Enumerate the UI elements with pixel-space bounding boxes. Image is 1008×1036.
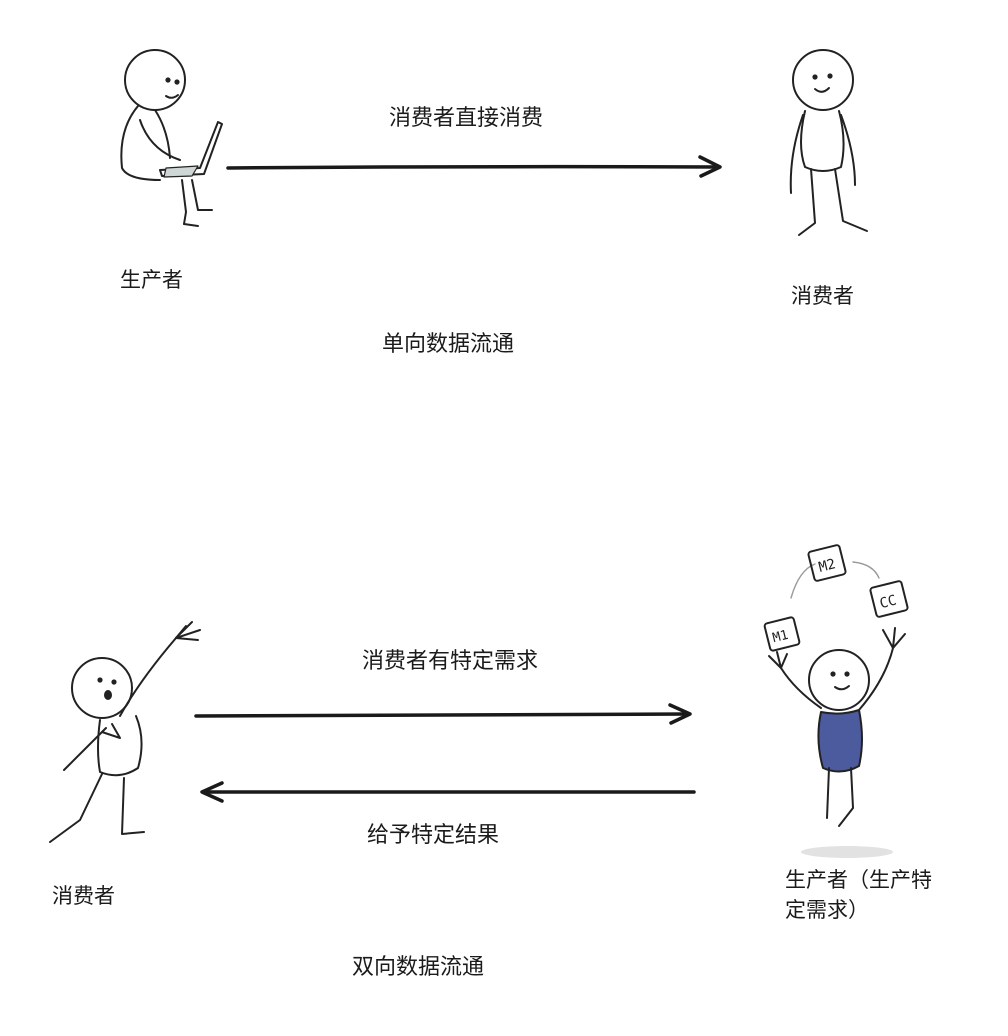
one-way-arrow-label: 消费者直接消费 <box>389 106 544 131</box>
producer-juggling-figure: M2 CC M1 <box>763 544 909 858</box>
m2-card <box>807 544 847 582</box>
two-way-producer-label-line1: 生产者（生产特 <box>785 868 932 892</box>
response-arrow-label: 给予特定结果 <box>367 823 500 848</box>
request-arrow-label: 消费者有特定需求 <box>362 649 539 674</box>
consumer-standing-figure <box>789 49 868 236</box>
request-arrow <box>194 712 690 718</box>
two-way-producer-label-line2: 定需求） <box>785 898 869 922</box>
one-way-caption: 单向数据流通 <box>382 332 515 357</box>
two-way-consumer-label: 消费者 <box>52 884 115 908</box>
cc-card <box>869 580 909 618</box>
m1-card <box>763 616 801 652</box>
m1-card-text: M1 <box>771 628 790 646</box>
one-way-consumer-label: 消费者 <box>791 284 854 308</box>
response-arrow <box>202 789 696 794</box>
consumer-waving-figure <box>49 621 201 843</box>
producer-with-laptop-figure <box>120 49 223 227</box>
one-way-producer-label: 生产者 <box>120 268 183 292</box>
two-way-caption: 双向数据流通 <box>352 955 485 980</box>
m2-card-text: M2 <box>817 556 837 576</box>
cc-card-text: CC <box>878 592 898 612</box>
